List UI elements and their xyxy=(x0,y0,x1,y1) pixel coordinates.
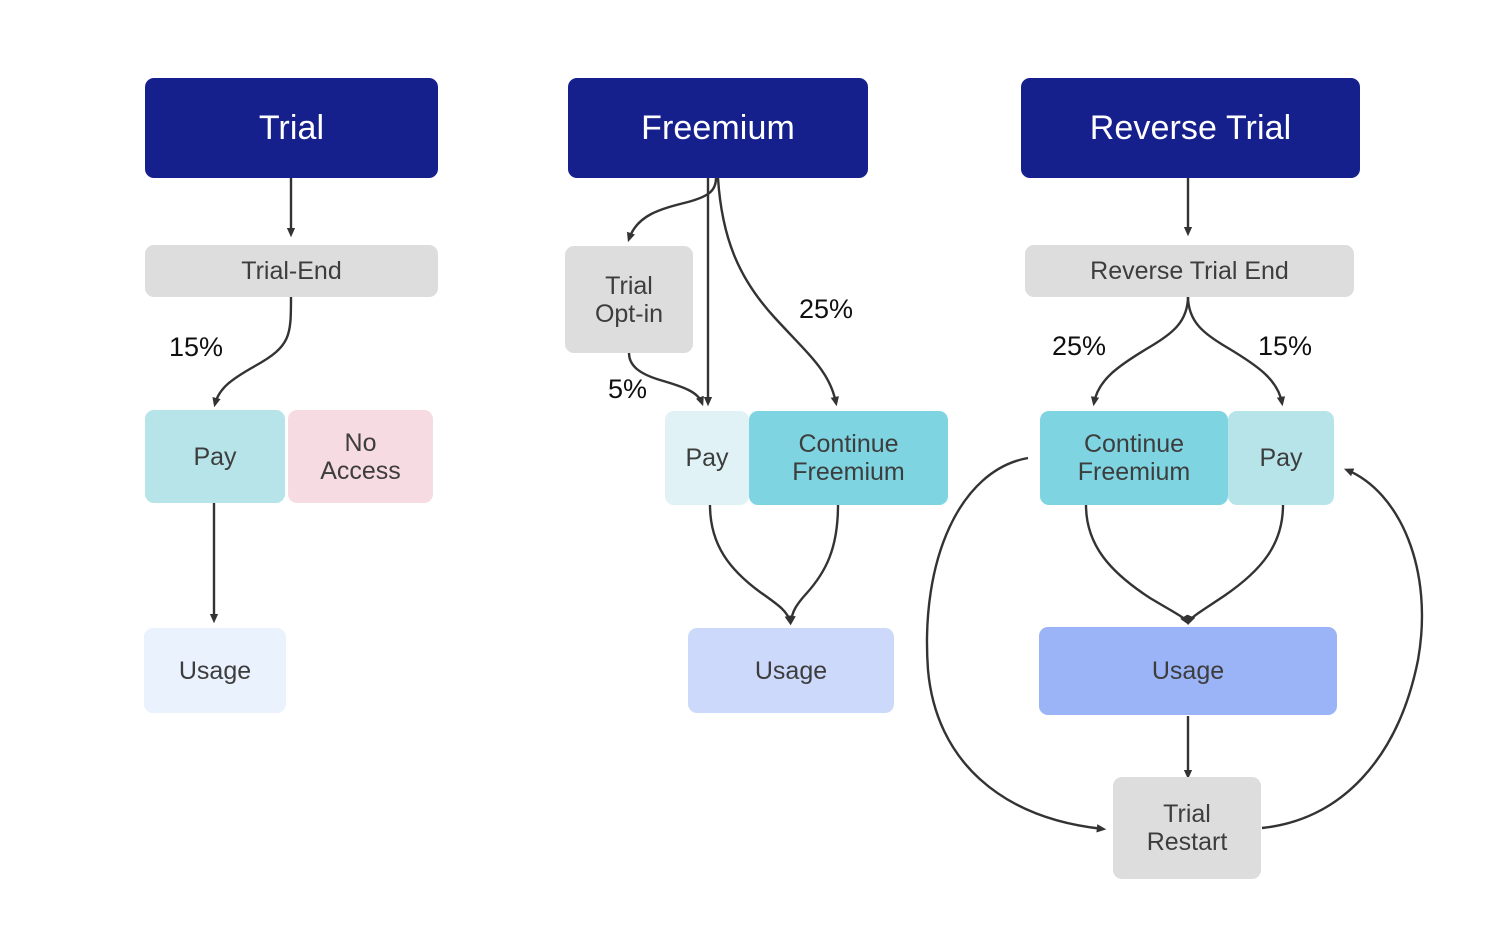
edge-freemium-to-continue xyxy=(716,177,839,407)
edge-freemium-to-trial-optin xyxy=(626,177,718,243)
edge-rt-pay-to-usage xyxy=(1187,504,1285,626)
node-reverse-trial-header[interactable]: Reverse Trial xyxy=(1021,78,1360,178)
edge-trial-end-to-pay xyxy=(212,295,293,408)
label-optin-to-pay: 5% xyxy=(608,374,648,404)
node-freemium-pay[interactable]: Pay xyxy=(665,411,749,505)
node-trial-no-access[interactable]: No Access xyxy=(288,410,433,503)
label-rte-to-continue: 25% xyxy=(1052,331,1107,361)
label-trial-end-to-pay: 15% xyxy=(169,332,224,362)
edge-rt-continue-to-usage xyxy=(1084,504,1189,625)
node-rt-pay[interactable]: Pay xyxy=(1228,411,1334,505)
node-rt-trial-restart[interactable]: Trial Restart xyxy=(1113,777,1261,879)
edge-freemium-pay-to-usage xyxy=(708,504,793,626)
node-freemium-continue[interactable]: Continue Freemium xyxy=(749,411,948,505)
node-freemium-trial-optin[interactable]: Trial Opt-in xyxy=(565,246,693,353)
edge-rte-to-continue xyxy=(1090,295,1190,407)
node-freemium-usage[interactable]: Usage xyxy=(688,628,894,713)
label-freemium-to-continue: 25% xyxy=(799,294,854,324)
node-trial-usage[interactable]: Usage xyxy=(144,628,286,713)
node-trial-pay[interactable]: Pay xyxy=(145,410,285,503)
label-rte-to-pay: 15% xyxy=(1258,331,1313,361)
node-rt-continue-freemium[interactable]: Continue Freemium xyxy=(1040,411,1228,505)
node-reverse-trial-end[interactable]: Reverse Trial End xyxy=(1025,245,1354,297)
node-freemium-header[interactable]: Freemium xyxy=(568,78,868,178)
node-trial-header[interactable]: Trial xyxy=(145,78,438,178)
edge-continue-to-usage xyxy=(787,504,840,626)
node-rt-usage[interactable]: Usage xyxy=(1039,627,1337,715)
node-trial-end[interactable]: Trial-End xyxy=(145,245,438,297)
